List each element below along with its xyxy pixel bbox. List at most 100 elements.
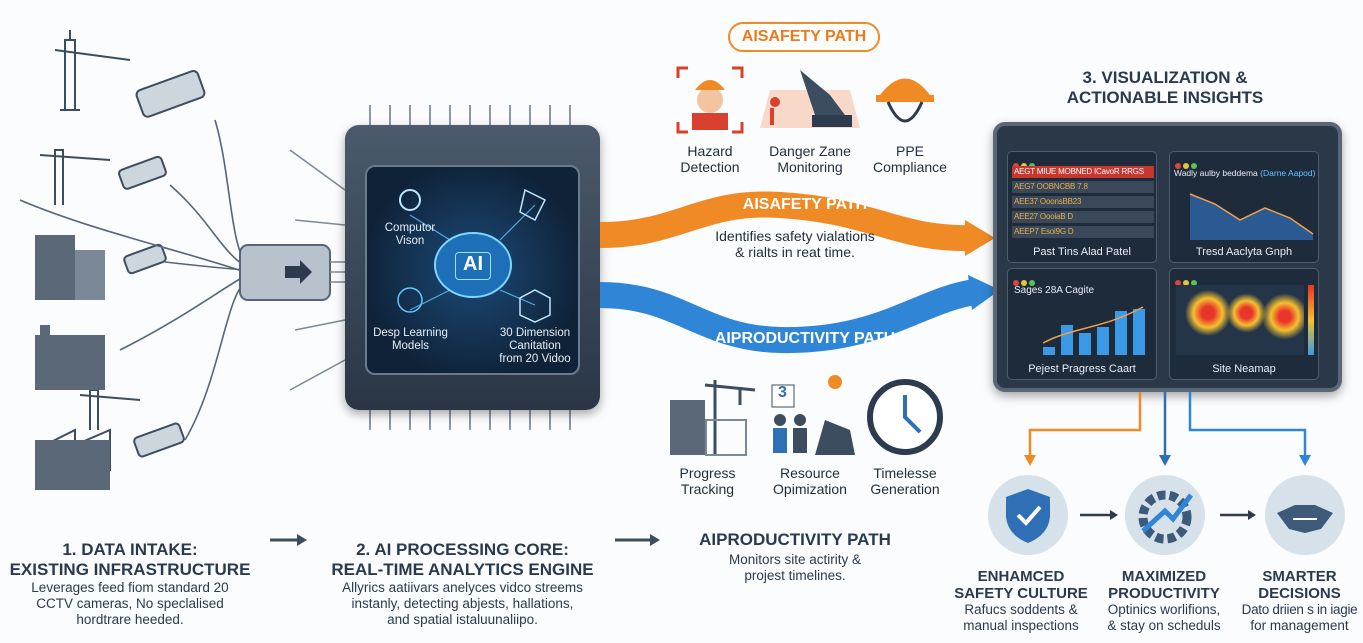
section-desc: and spatial istaluunaliipo.: [387, 612, 538, 627]
panel-title: Past Tins Alad Patel: [1033, 246, 1131, 258]
label-line: Progress: [679, 465, 736, 481]
safety-icons: [676, 66, 934, 134]
ppe-hardhat-icon: [876, 78, 934, 123]
label-line: Tracking: [680, 481, 735, 497]
label-line: Resource: [780, 465, 840, 481]
section-desc: instanly, detecting abjests, hallations,: [351, 596, 574, 611]
progress-chart-panel: Sages 28A Cagite Pejest Pragress Caart: [1007, 268, 1157, 380]
handshake-icon: [1265, 475, 1345, 555]
title-line: 3. VISUALIZATION &: [1082, 68, 1248, 87]
hazard-detection-icon: [676, 66, 744, 134]
safety-path-pill: AISAFETY PATH: [728, 22, 880, 52]
trend-heading: Wadly aulby beddema (Darne Aapod): [1174, 168, 1315, 178]
section-title: REAL-TIME ANALYTICS ENGINE: [331, 560, 594, 579]
label-line: Detection: [680, 159, 740, 175]
resource-badge: 3: [778, 384, 787, 401]
brain-icon: [397, 188, 551, 323]
timeline-clock-icon: [867, 379, 943, 455]
section-desc: Monitors site actirity &: [728, 552, 862, 567]
section-desc: Leverages feed fiom standard 20: [31, 580, 229, 595]
alert-panel: AEGT MIUE MOBNED ICavoR RRGS AEG7 OOBNCB…: [1007, 151, 1157, 263]
progress-heading: Sages 28A Cagite: [1014, 285, 1095, 296]
section-desc: Allyrics aatiivars anelyces vidco streem…: [342, 580, 583, 595]
productivity-icons: [670, 375, 943, 456]
productivity-section: AIPRODUCTIVITY PATH Monitors site actiri…: [675, 530, 915, 584]
module-label: Models: [391, 340, 430, 352]
outcome-desc: & stay on scheduls: [1107, 618, 1221, 633]
heading-text: Wadly aulby beddema: [1174, 168, 1258, 178]
desc-line: Identifies safety vialations: [715, 228, 875, 244]
window-controls: [1175, 156, 1199, 174]
progress-tracking-icon: [670, 380, 756, 456]
heatmap-legend: [1308, 285, 1314, 355]
module-label: 30 Dimension: [499, 327, 571, 339]
data-intake-section: 1. DATA INTAKE: EXISTING INFRASTRUCTURE …: [0, 540, 260, 628]
alert-row[interactable]: AEE37 OoonsBB23: [1012, 196, 1154, 208]
panel-title: Site Neamap: [1212, 363, 1276, 375]
chip-pins: [369, 105, 571, 430]
visualization-title: 3. VISUALIZATION &ACTIONABLE INSIGHTS: [1040, 68, 1290, 108]
infrastructure-illustration: [19, 30, 346, 490]
site-heatmap-panel: Site Neamap: [1169, 268, 1319, 380]
alert-row[interactable]: AEGT MIUE MOBNED ICavoR RRGS: [1012, 166, 1154, 178]
module-label: Desp Learning: [373, 327, 448, 339]
section-title: 2. AI PROCESSING CORE:: [356, 540, 569, 559]
label-line: Compliance: [873, 159, 947, 175]
productivity-path-arrow-label: AIPRODUCTIVITY PATH: [714, 330, 896, 347]
outcome-desc: for management: [1250, 618, 1349, 633]
section-desc: hordtrare heeded.: [76, 612, 184, 627]
dashboard-monitor: AEGT MIUE MOBNED ICavoR RRGS AEG7 OOBNCB…: [993, 122, 1342, 392]
outcome-desc: Optinics worlifions,: [1107, 602, 1221, 617]
safety-path-arrow-label: AISAFETY PATH: [742, 196, 868, 213]
module-label: Vison: [395, 235, 425, 247]
section-title: EXISTING INFRASTRUCTURE: [9, 560, 251, 579]
alert-row[interactable]: AEE27 OooiaB D: [1012, 211, 1154, 223]
alert-row[interactable]: AEEP7 Esoi9G D: [1012, 226, 1154, 238]
progress-bar-chart: [1042, 306, 1145, 355]
label-line: PPE: [895, 143, 924, 159]
path-arrows: [599, 191, 1000, 354]
outcome-title: ENHAMCED: [977, 568, 1065, 585]
outcome-desc: Rafucs soddents &: [964, 602, 1078, 617]
danger-zone-icon: [760, 70, 860, 128]
trend-line-chart: [1189, 193, 1314, 240]
outcome-title: SAFETY CULTURE: [954, 585, 1088, 602]
panel-title: Tresd Aaclyta Gnph: [1195, 246, 1293, 258]
label-line: Danger Zane: [769, 143, 851, 159]
heading-accent: (Darne Aapod): [1260, 168, 1316, 178]
outcome-title: MAXIMIZED: [1121, 568, 1207, 585]
trend-graph-panel: Wadly aulby beddema (Darne Aapod) Tresd …: [1169, 151, 1319, 263]
module-label: Computor: [384, 222, 436, 234]
label-line: Monitoring: [777, 159, 843, 175]
desc-line: & rialts in reat time.: [735, 244, 855, 260]
shield-check-icon: [988, 475, 1068, 555]
window-controls: [1013, 273, 1037, 291]
gear-growth-icon: [1125, 475, 1205, 555]
label-line: Opimization: [773, 481, 847, 497]
title-line: ACTIONABLE INSIGHTS: [1066, 88, 1264, 107]
outcome-desc: manual inspections: [963, 618, 1079, 633]
section-desc: projest timelines.: [744, 568, 846, 583]
alert-row[interactable]: AEG7 OOBNCBB 7.8: [1012, 181, 1154, 193]
outcome-title: PRODUCTIVITY: [1108, 585, 1220, 602]
panel-title: Pejest Pragress Caart: [1028, 363, 1136, 375]
outcome-title: SMARTER: [1262, 568, 1337, 585]
section-title: AIPRODUCTIVITY PATH: [699, 530, 891, 549]
section-desc: CCTV cameras, No speclalised: [36, 596, 224, 611]
safety-path-description: Identifies safety vialations& rialts in …: [690, 228, 900, 260]
heatmap-map: [1176, 285, 1304, 355]
chip-ai-label: AI: [455, 252, 491, 280]
outcome-title: DECISIONS: [1258, 585, 1341, 602]
outcome-desc: Dato driien s in iagie: [1241, 602, 1358, 617]
section-title: 1. DATA INTAKE:: [62, 540, 198, 559]
window-controls: [1175, 273, 1199, 291]
